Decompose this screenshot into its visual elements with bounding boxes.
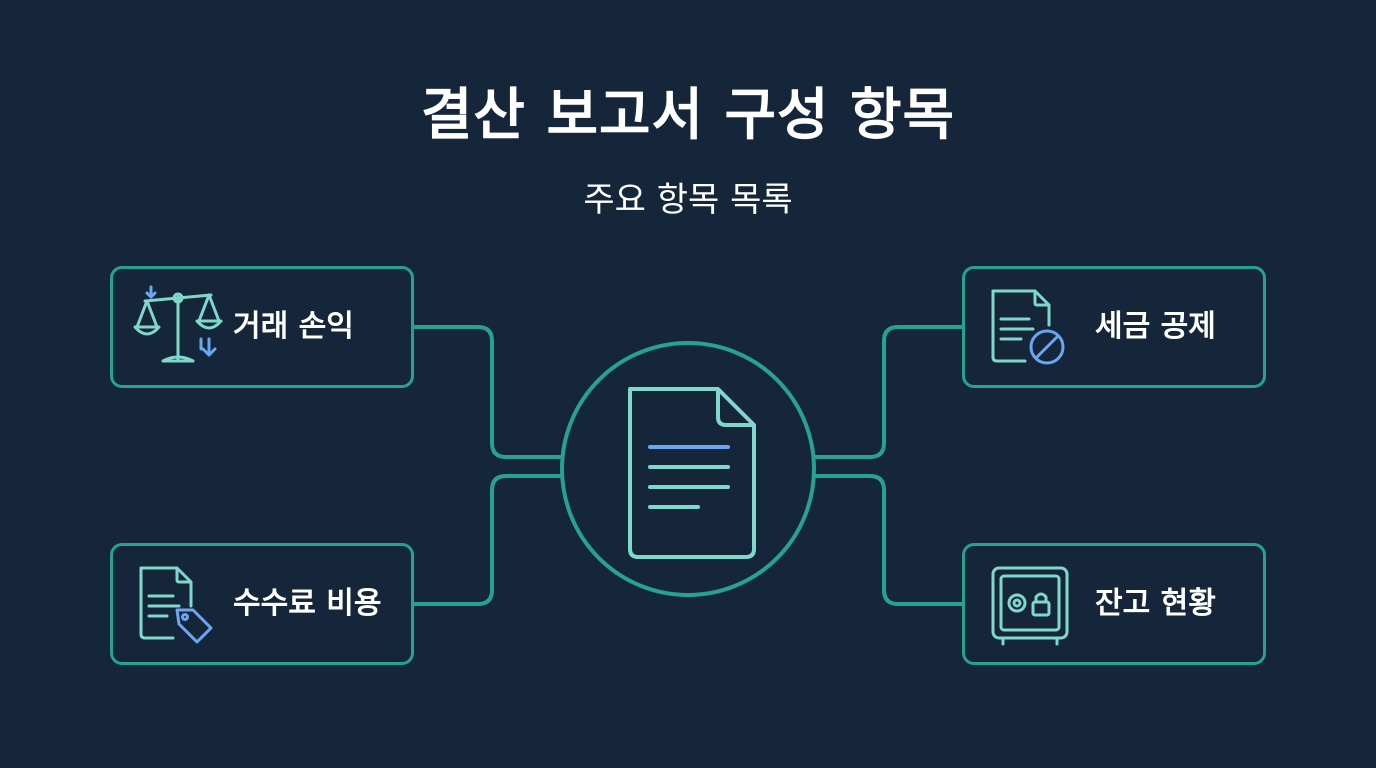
- item-card-tax-deduction: 세금 공제: [962, 266, 1266, 388]
- item-card-trade-pnl: 거래 손익: [110, 266, 414, 388]
- center-hub: [560, 341, 816, 597]
- page-title: 결산 보고서 구성 항목: [420, 83, 956, 148]
- item-label: 세금 공제: [1095, 309, 1216, 344]
- item-label: 잔고 현황: [1095, 586, 1216, 621]
- document-icon: [628, 387, 756, 559]
- connector-right-bottom: [812, 474, 964, 606]
- item-card-fee-cost: 수수료 비용: [110, 543, 414, 665]
- scale-icon: [133, 285, 223, 363]
- safe-icon: [991, 566, 1069, 646]
- document-no-icon: [991, 289, 1065, 365]
- connector-left-bottom: [412, 474, 564, 606]
- item-label: 수수료 비용: [233, 586, 382, 621]
- page-subtitle: 주요 항목 목록: [583, 180, 793, 220]
- connector-left-top: [412, 325, 564, 459]
- item-label: 거래 손익: [233, 309, 354, 344]
- connector-right-top: [812, 325, 964, 459]
- item-card-balance-status: 잔고 현황: [962, 543, 1266, 665]
- document-tag-icon: [139, 566, 213, 644]
